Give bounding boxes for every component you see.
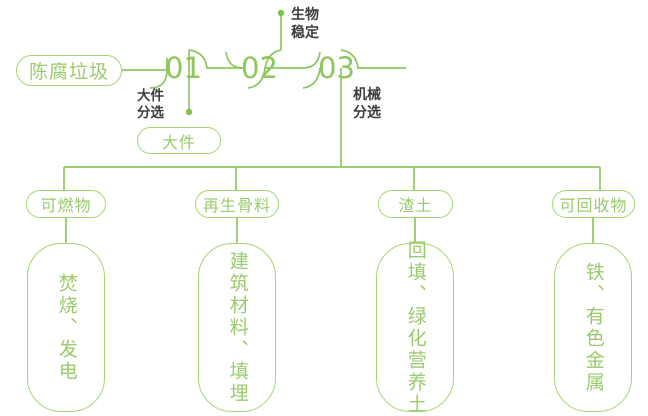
node-source-label: 陈腐垃圾 <box>28 62 109 83</box>
branch-pill-combustible-label: 可燃物 <box>40 198 92 215</box>
caption-bulky-sorting: 大件 分选 <box>137 88 164 122</box>
branch-box-incineration[interactable]: 焚烧、发电 <box>27 243 105 412</box>
branch-box-incineration-text: 焚烧、发电 <box>55 272 77 383</box>
branch-pill-recyclable-label: 可回收物 <box>559 198 628 215</box>
stage-number-03[interactable]: 03 <box>318 51 355 85</box>
node-bulky-output-label: 大件 <box>161 134 196 152</box>
caption-biostable: 生物 稳定 <box>291 6 319 41</box>
branch-pill-recyclable[interactable]: 可回收物 <box>552 190 635 218</box>
branch-pill-aggregate[interactable]: 再生骨料 <box>195 190 279 218</box>
stage-number-02[interactable]: 02 <box>241 51 278 85</box>
dot-biostable <box>277 9 285 17</box>
branch-pill-combustible[interactable]: 可燃物 <box>26 190 106 218</box>
branch-box-metals-text: 铁、有色金属 <box>582 261 604 394</box>
branch-pill-aggregate-label: 再生骨料 <box>202 198 271 215</box>
stage-number-01[interactable]: 01 <box>165 51 202 85</box>
caption-mechanical-line1: 机械 <box>353 86 381 102</box>
branch-box-construction[interactable]: 建筑材料、填埋 <box>198 243 276 412</box>
caption-bulky-line2: 分选 <box>137 104 164 120</box>
caption-bulky-line1: 大件 <box>137 88 164 103</box>
node-bulky-output-pill[interactable]: 大件 <box>137 127 221 154</box>
caption-biostable-line1: 生物 <box>291 6 319 22</box>
dot-bulky <box>185 108 193 116</box>
caption-mechanical-sorting: 机械 分选 <box>353 86 381 121</box>
caption-mechanical-line2: 分选 <box>353 103 381 120</box>
branch-pill-slag-soil[interactable]: 渣土 <box>378 190 453 218</box>
branch-box-backfill[interactable]: 回填、绿化营养土 <box>376 240 454 416</box>
branch-box-backfill-text: 回填、绿化营养土 <box>404 239 426 416</box>
branch-pill-slag-soil-label: 渣土 <box>398 198 433 215</box>
node-source-pill[interactable]: 陈腐垃圾 <box>16 55 122 86</box>
branch-box-metals[interactable]: 铁、有色金属 <box>554 243 632 412</box>
branch-box-construction-text: 建筑材料、填埋 <box>226 250 248 405</box>
caption-biostable-line2: 稳定 <box>291 23 319 40</box>
